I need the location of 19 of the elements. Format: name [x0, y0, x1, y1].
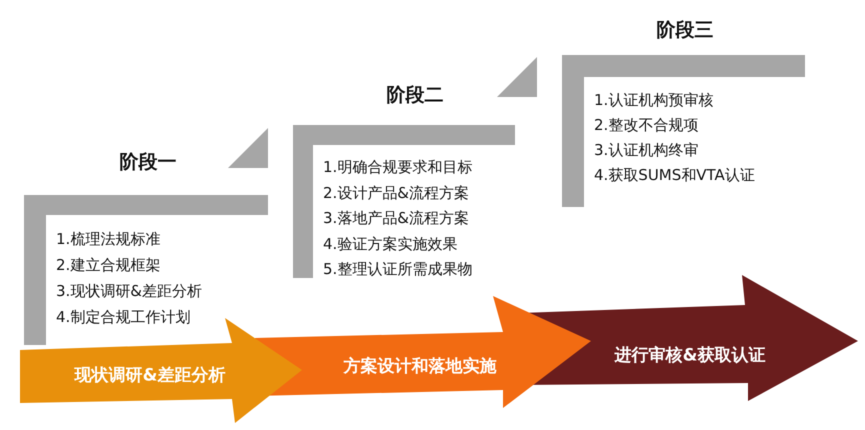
list-item: 2.整改不合规项 — [594, 116, 698, 135]
list-item: 2.建立合规框架 — [56, 256, 160, 275]
stage-heading: 阶段三 — [656, 18, 714, 43]
list-item: 3.认证机构终审 — [594, 141, 698, 160]
list-item: 1.明确合规要求和目标 — [323, 158, 472, 177]
list-item: 4.制定合规工作计划 — [56, 308, 190, 327]
list-item: 3.现状调研&差距分析 — [56, 282, 202, 301]
phase-title: 方案设计和落地实施 — [344, 356, 496, 378]
list-item: 1.梳理法规标准 — [56, 230, 160, 249]
list-item: 5.整理认证所需成果物 — [323, 260, 472, 279]
stage-heading: 阶段一 — [120, 150, 176, 175]
list-item: 4.获取SUMS和VTA认证 — [594, 166, 755, 185]
list-item: 2.设计产品&流程方案 — [323, 184, 470, 202]
list-item: 1.认证机构预审核 — [594, 91, 714, 110]
list-item: 4.验证方案实施效果 — [323, 234, 458, 254]
phase-title: 现状调研&差距分析 — [74, 364, 226, 386]
phase-title: 进行审核&获取认证 — [614, 344, 766, 366]
stage-heading: 阶段二 — [386, 83, 444, 108]
list-item: 3.落地产品&流程方案 — [323, 209, 470, 228]
